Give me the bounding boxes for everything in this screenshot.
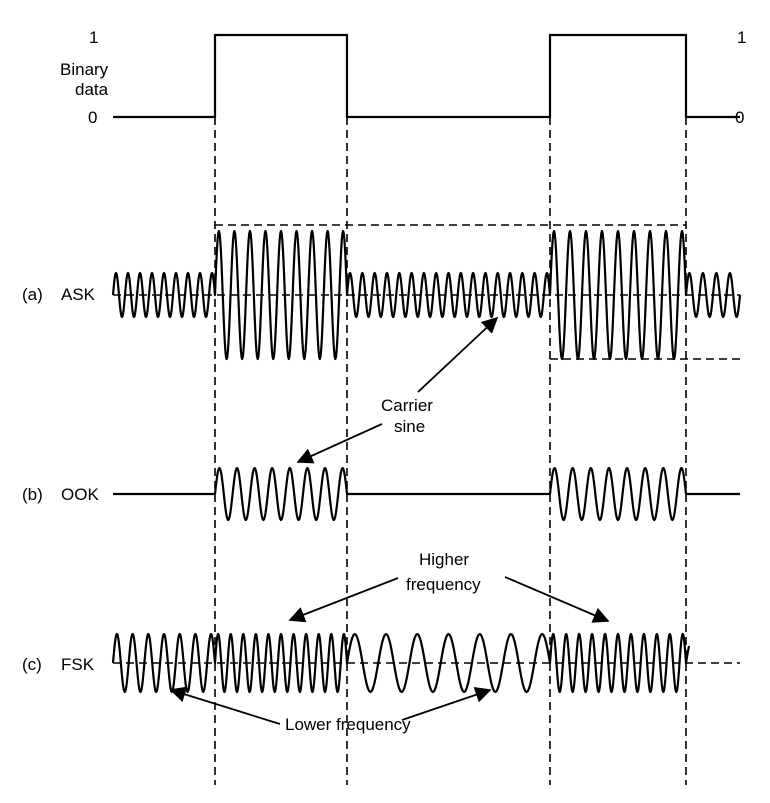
lower-frequency-label: Lower frequency: [285, 715, 411, 734]
carrier-label-line2: sine: [394, 417, 425, 436]
binary-data-label-line2: data: [75, 80, 109, 99]
higher-frequency-arrow-right: [504, 576, 610, 623]
ask-tag: (a): [22, 285, 43, 304]
ook-label: OOK: [61, 485, 99, 504]
fsk-tag: (c): [22, 655, 42, 674]
transition-lines: [214, 117, 687, 785]
fsk-label: FSK: [61, 655, 95, 674]
carrier-label-line1: Carrier: [381, 396, 433, 415]
carrier-arrow-up: [417, 316, 499, 393]
binary-data-waveform: [113, 33, 740, 119]
ask-label: ASK: [61, 285, 96, 304]
ask-waveform: [111, 229, 742, 361]
higher-frequency-label-line2: frequency: [406, 575, 481, 594]
higher-frequency-arrow-left: [288, 577, 399, 623]
fsk-waveform: [111, 632, 691, 694]
level-high-label-right: 1: [737, 28, 746, 47]
lower-frequency-arrow-left: [169, 686, 281, 725]
ook-waveform: [113, 466, 740, 522]
level-high-label-left: 1: [89, 28, 98, 47]
binary-data-label-line1: Binary: [60, 60, 109, 79]
ook-tag: (b): [22, 485, 43, 504]
level-low-label-left: 0: [88, 108, 97, 127]
higher-frequency-label-line1: Higher: [419, 550, 469, 569]
carrier-arrow-down: [296, 423, 383, 464]
lower-frequency-arrow-right: [401, 687, 492, 721]
